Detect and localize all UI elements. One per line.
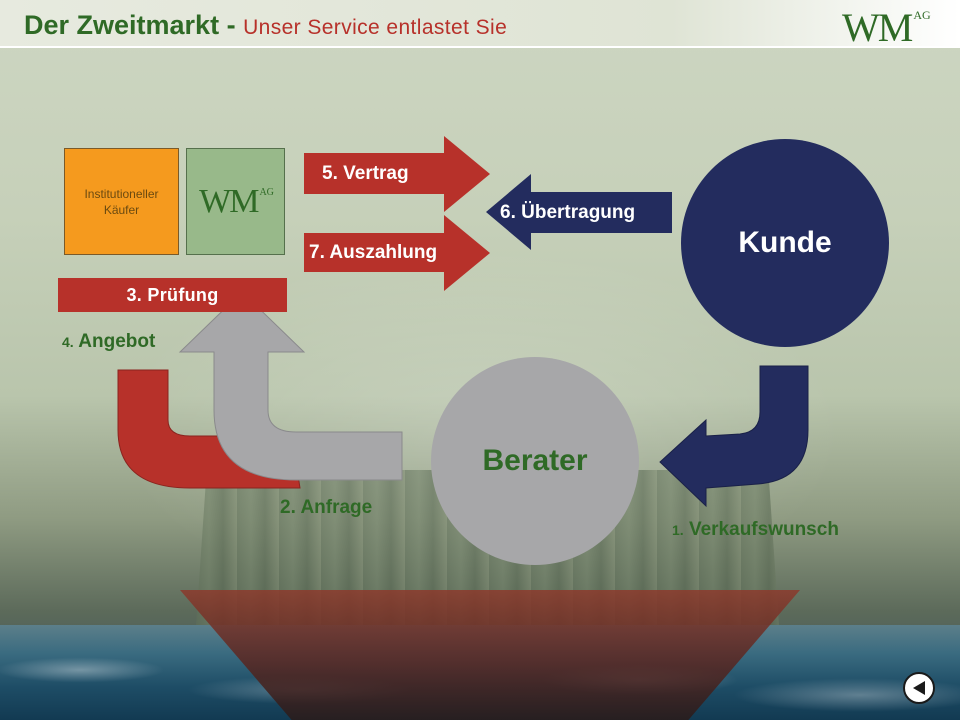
anfrage-step-label: 2. Anfrage (280, 497, 372, 519)
vertrag-label: 5. Vertrag (322, 163, 409, 184)
vertrag-arrow (304, 136, 490, 212)
pruefung-step-bar: 3. Prüfung (58, 278, 287, 312)
angebot-step-text: Angebot (78, 331, 156, 352)
back-button[interactable] (903, 672, 935, 704)
logo-suffix: AG (913, 8, 931, 22)
logo-text: WM (842, 5, 913, 50)
title-main: Der Zweitmarkt - (24, 10, 244, 40)
ship-hull-image (180, 590, 800, 720)
auszahlung-arrow (304, 215, 490, 291)
angebot-step-label: 4. Angebot (62, 331, 155, 353)
buyer-label-line1: Institutioneller (84, 186, 159, 201)
auszahlung-label: 7. Auszahlung (309, 242, 438, 263)
kunde-node: Kunde (681, 139, 889, 347)
berater-label: Berater (482, 444, 588, 477)
anfrage-arrow (178, 291, 403, 481)
anfrage-step-text: Anfrage (300, 497, 373, 518)
page-title: Der Zweitmarkt - Unser Service entlastet… (24, 10, 507, 41)
uebertragung-arrow (486, 174, 672, 250)
kunde-label: Kunde (738, 226, 832, 259)
verkaufswunsch-step-label: 1. Verkaufswunsch (672, 519, 839, 541)
verkaufswunsch-arrow (659, 365, 809, 508)
verkaufswunsch-step-text: Verkaufswunsch (688, 519, 839, 540)
buyer-label-line2: Käufer (103, 202, 140, 217)
institutional-buyer-box: Institutioneller Käufer (64, 148, 179, 255)
verkaufswunsch-step-number: 1. (672, 522, 684, 538)
angebot-step-number: 4. (62, 334, 74, 350)
back-arrow-icon (913, 681, 925, 695)
berater-node: Berater (431, 357, 639, 565)
wm-box-logo-suffix: AG (259, 186, 274, 198)
uebertragung-label: 6. Übertragung (500, 202, 636, 223)
anfrage-step-number: 2. (280, 497, 296, 518)
wm-box-logo-text: WM (199, 182, 259, 220)
title-subtitle: Unser Service entlastet Sie (243, 16, 508, 39)
buyer-label: Institutioneller Käufer (84, 186, 158, 218)
header-bar: Der Zweitmarkt - Unser Service entlastet… (0, 0, 960, 51)
